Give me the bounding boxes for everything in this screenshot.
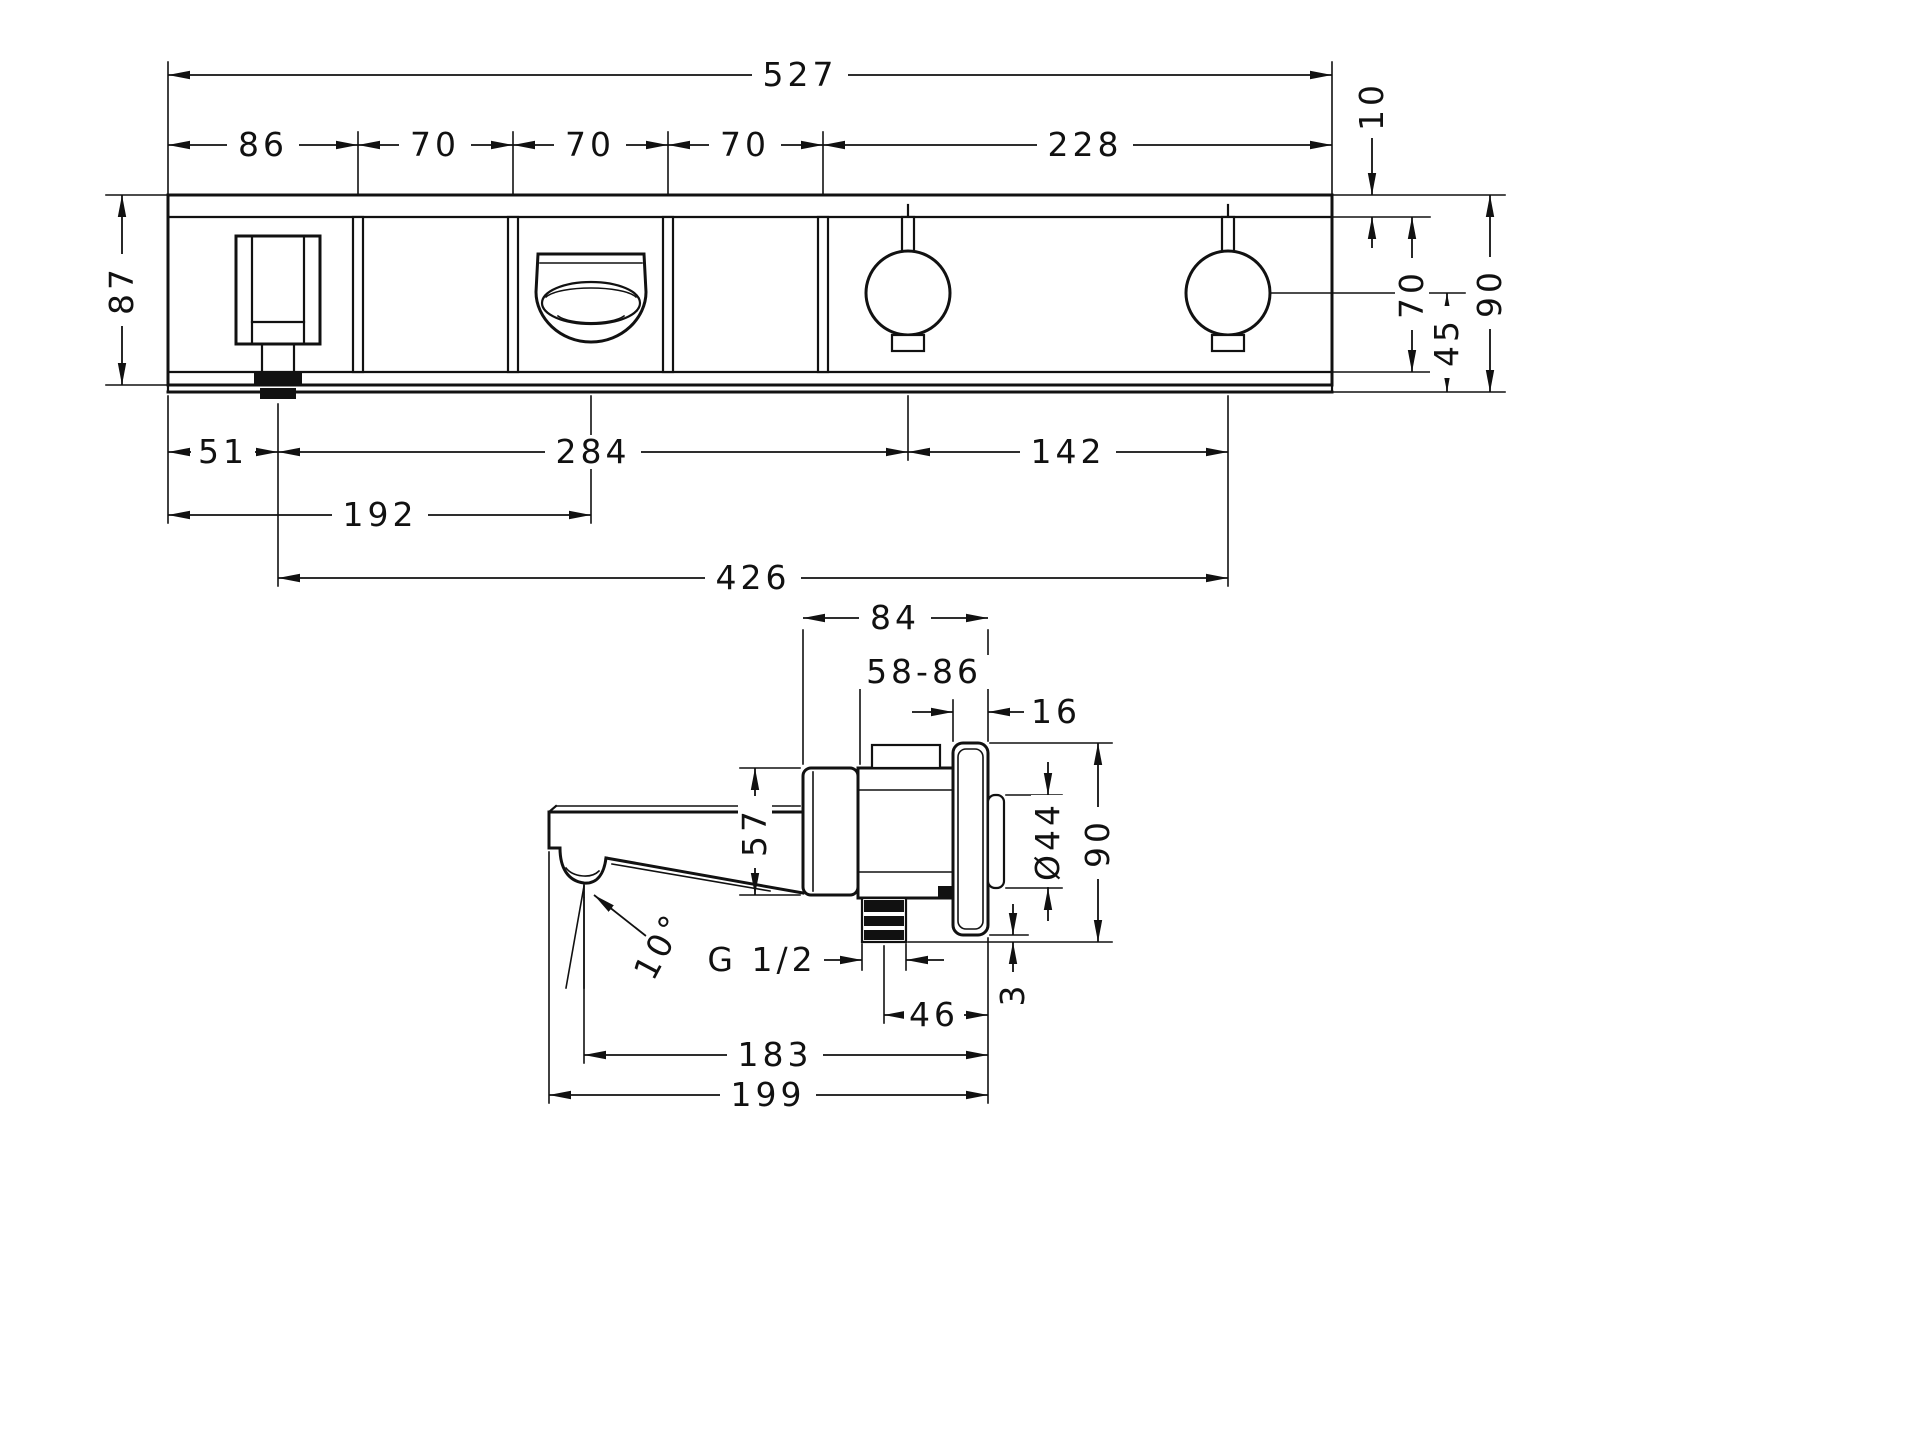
dim-depth-range-58-86: 58-86 xyxy=(858,652,990,691)
dim-plate-16: 16 xyxy=(912,692,1088,731)
svg-text:57: 57 xyxy=(735,807,774,857)
front-view-panel xyxy=(166,193,1334,394)
svg-text:70: 70 xyxy=(565,125,615,164)
hose-outlet xyxy=(254,372,302,385)
svg-text:70: 70 xyxy=(720,125,770,164)
dim-reach-183: 183 xyxy=(584,1035,988,1074)
svg-text:183: 183 xyxy=(738,1035,813,1074)
svg-text:192: 192 xyxy=(343,495,418,534)
divider-1 xyxy=(351,215,365,374)
dim-segment-86: 86 xyxy=(168,125,358,164)
svg-text:426: 426 xyxy=(716,558,791,597)
valve-body-side xyxy=(856,743,955,900)
dim-segment-70a: 70 xyxy=(358,125,513,164)
dim-bottom-192: 192 xyxy=(168,495,591,534)
plate-knob xyxy=(986,793,1006,890)
divider-4 xyxy=(816,215,830,374)
dim-right-90: 90 xyxy=(1470,195,1509,392)
knob-left xyxy=(864,203,952,353)
svg-text:87: 87 xyxy=(102,265,141,315)
dim-height-90-side: 90 xyxy=(1078,743,1117,942)
svg-text:51: 51 xyxy=(198,432,248,471)
dim-top-trim-10: 10 xyxy=(1352,74,1391,248)
svg-text:228: 228 xyxy=(1048,125,1123,164)
dim-gap-3: 3 xyxy=(993,904,1032,1016)
dim-total-width: 527 xyxy=(168,55,1332,94)
svg-text:527: 527 xyxy=(763,55,838,94)
svg-text:Ø44: Ø44 xyxy=(1028,801,1067,881)
dim-label-527: 527 xyxy=(752,55,848,94)
divider-2 xyxy=(506,215,520,374)
spout-flange-side xyxy=(801,766,860,897)
divider-3 xyxy=(661,215,675,374)
dim-bottom-142: 142 xyxy=(908,432,1228,471)
dim-segment-228: 228 xyxy=(823,125,1332,164)
dim-right-45: 45 xyxy=(1427,293,1466,392)
svg-text:90: 90 xyxy=(1078,818,1117,868)
svg-text:16: 16 xyxy=(1031,692,1081,731)
svg-text:199: 199 xyxy=(731,1075,806,1114)
handshower-holder-unit xyxy=(234,234,322,399)
dim-right-70: 70 xyxy=(1392,217,1431,372)
dim-segment-70c: 70 xyxy=(668,125,823,164)
outlet-pipe xyxy=(860,896,908,944)
dim-segment-70b: 70 xyxy=(513,125,668,164)
wall-plate-side xyxy=(951,741,1006,937)
dim-flange-57: 57 xyxy=(735,768,774,895)
spout-escutcheon-front xyxy=(534,252,648,344)
dim-offset-46: 46 xyxy=(884,995,988,1034)
front-extension-lines xyxy=(105,61,1506,587)
dim-bottom-426: 426 xyxy=(278,558,1228,597)
dim-bottom-284: 284 xyxy=(278,432,908,471)
dim-diameter-44: Ø44 xyxy=(1028,762,1067,921)
svg-text:46: 46 xyxy=(909,995,959,1034)
svg-text:86: 86 xyxy=(238,125,288,164)
svg-text:90: 90 xyxy=(1470,268,1509,318)
svg-text:G 1/2: G 1/2 xyxy=(707,940,816,979)
dim-length-199: 199 xyxy=(549,1075,988,1114)
svg-text:284: 284 xyxy=(556,432,631,471)
svg-text:45: 45 xyxy=(1427,317,1466,367)
dim-thread-g12: G 1/2 xyxy=(704,940,944,979)
dim-left-87: 87 xyxy=(102,195,141,385)
svg-text:84: 84 xyxy=(870,598,920,637)
svg-text:10: 10 xyxy=(1352,81,1391,131)
svg-text:70: 70 xyxy=(1392,269,1431,319)
dim-angle-10deg: 10° xyxy=(565,885,694,990)
svg-text:70: 70 xyxy=(410,125,460,164)
svg-text:142: 142 xyxy=(1031,432,1106,471)
dim-bottom-51: 51 xyxy=(168,432,278,471)
knob-right xyxy=(1184,203,1272,353)
svg-text:3: 3 xyxy=(993,982,1032,1007)
dim-depth-84: 84 xyxy=(803,598,988,637)
svg-text:58-86: 58-86 xyxy=(866,652,982,691)
